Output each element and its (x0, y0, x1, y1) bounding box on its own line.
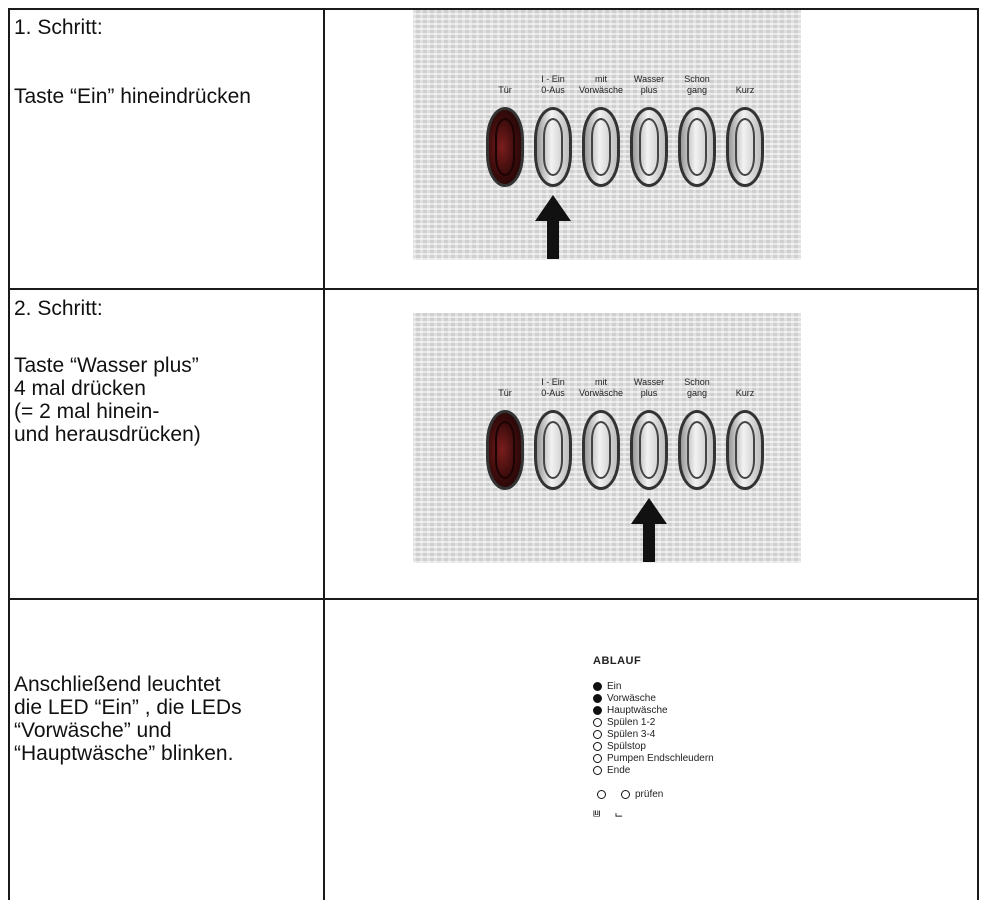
led-row: Ende (593, 765, 793, 777)
arrow-shaft (547, 219, 559, 259)
step2-label-bottom-2: Vorwäsche (578, 388, 624, 398)
step1-label-top-3: Wasser (633, 74, 665, 84)
step1-label-bottom-1: 0-Aus (541, 85, 565, 95)
step1-label-top-4: Schon (684, 74, 710, 84)
led-indicator (593, 742, 602, 751)
led-row: Spülen 1-2 (593, 717, 793, 729)
step2-button-0 (486, 410, 524, 490)
step2-button-2 (582, 410, 620, 490)
row-divider-2 (8, 598, 979, 600)
led-label: Pumpen Endschleudern (607, 753, 714, 764)
spacer (14, 39, 319, 62)
led-indicator (593, 754, 602, 763)
led-row: Ein (593, 681, 793, 693)
step2-label-bottom-5: Kurz (735, 388, 755, 398)
drain-icon: ⨽ (615, 805, 623, 820)
step-2-line-3: (= 2 mal hinein- (14, 400, 160, 423)
led-row: Spülen 3-4 (593, 729, 793, 741)
step2-label-bottom-3: plus (640, 388, 658, 398)
column-divider (323, 8, 325, 900)
step-2-line-4: und herausdrücken) (14, 423, 201, 446)
step1-button-2 (582, 107, 620, 187)
arrow-head (631, 498, 667, 524)
check-led-1 (597, 790, 606, 799)
led-label: Vorwäsche (607, 693, 656, 704)
step-2-text: 2. Schritt: Taste “Wasser plus” 4 mal dr… (14, 297, 319, 446)
result-line-2: die LED “Ein” , die LEDs (14, 696, 242, 719)
step1-label-bottom-0: Tür (498, 85, 512, 95)
step2-button-5 (726, 410, 764, 490)
result-line-1: Anschließend leuchtet (14, 673, 221, 696)
led-label: Spülen 1-2 (607, 717, 656, 728)
step-1-instruction: Taste “Ein” hineindrücken (14, 85, 251, 108)
faucet-icon: ⩏ (593, 805, 601, 820)
led-indicator (593, 694, 602, 703)
step1-label-bottom-3: plus (640, 85, 658, 95)
table-border-right (977, 8, 979, 900)
arrow-shaft (643, 522, 655, 562)
step1-button-3 (630, 107, 668, 187)
led-label: Ein (607, 681, 622, 692)
step1-button-0 (486, 107, 524, 187)
step1-label-top-1: I - Ein (541, 74, 565, 84)
led-indicator (593, 766, 602, 775)
step2-button-1 (534, 410, 572, 490)
step-1-heading: 1. Schritt: (14, 16, 103, 39)
led-row: Pumpen Endschleudern (593, 753, 793, 765)
step2-label-top-2: mit (595, 377, 607, 387)
step1-label-bottom-4: gang (686, 85, 708, 95)
step2-label-bottom-1: 0-Aus (541, 388, 565, 398)
step2-button-4 (678, 410, 716, 490)
led-indicator (593, 730, 602, 739)
step1-label-top-2: mit (595, 74, 607, 84)
step-2-heading: 2. Schritt: (14, 297, 103, 320)
step1-label-bottom-2: Vorwäsche (578, 85, 624, 95)
result-text: Anschließend leuchtet die LED “Ein” , di… (14, 673, 319, 765)
step2-label-bottom-4: gang (686, 388, 708, 398)
step2-button-3 (630, 410, 668, 490)
step-2-line-1: Taste “Wasser plus” (14, 354, 199, 377)
step1-button-4 (678, 107, 716, 187)
led-indicator (593, 706, 602, 715)
led-row: Spülstop (593, 741, 793, 753)
result-line-3: “Vorwäsche” und (14, 719, 172, 742)
result-line-4: “Hauptwäsche” blinken. (14, 742, 234, 765)
step2-label-bottom-0: Tür (498, 388, 512, 398)
led-indicator (593, 718, 602, 727)
check-label: prüfen (635, 789, 664, 800)
step2-label-top-1: I - Ein (541, 377, 565, 387)
check-led-2 (621, 790, 630, 799)
ablauf-title: ABLAUF (593, 655, 642, 667)
led-row: Vorwäsche (593, 693, 793, 705)
step1-label-bottom-5: Kurz (735, 85, 755, 95)
led-label: Ende (607, 765, 631, 776)
step-2-line-2: 4 mal drücken (14, 377, 146, 400)
table-border-left (8, 8, 10, 900)
arrow-head (535, 195, 571, 221)
led-row: Hauptwäsche (593, 705, 793, 717)
spacer (14, 320, 319, 343)
step-1-text: 1. Schritt: Taste “Ein” hineindrücken (14, 16, 319, 108)
step1-button-1 (534, 107, 572, 187)
led-label: Hauptwäsche (607, 705, 668, 716)
led-indicator (593, 682, 602, 691)
led-label: Spülstop (607, 741, 646, 752)
step1-button-5 (726, 107, 764, 187)
led-label: Spülen 3-4 (607, 729, 656, 740)
step2-label-top-3: Wasser (633, 377, 665, 387)
table-border-top (8, 8, 979, 10)
row-divider-1 (8, 288, 979, 290)
step2-label-top-4: Schon (684, 377, 710, 387)
check-row: prüfen (593, 789, 793, 801)
symbol-row: ⩏ ⨽ (593, 805, 793, 820)
